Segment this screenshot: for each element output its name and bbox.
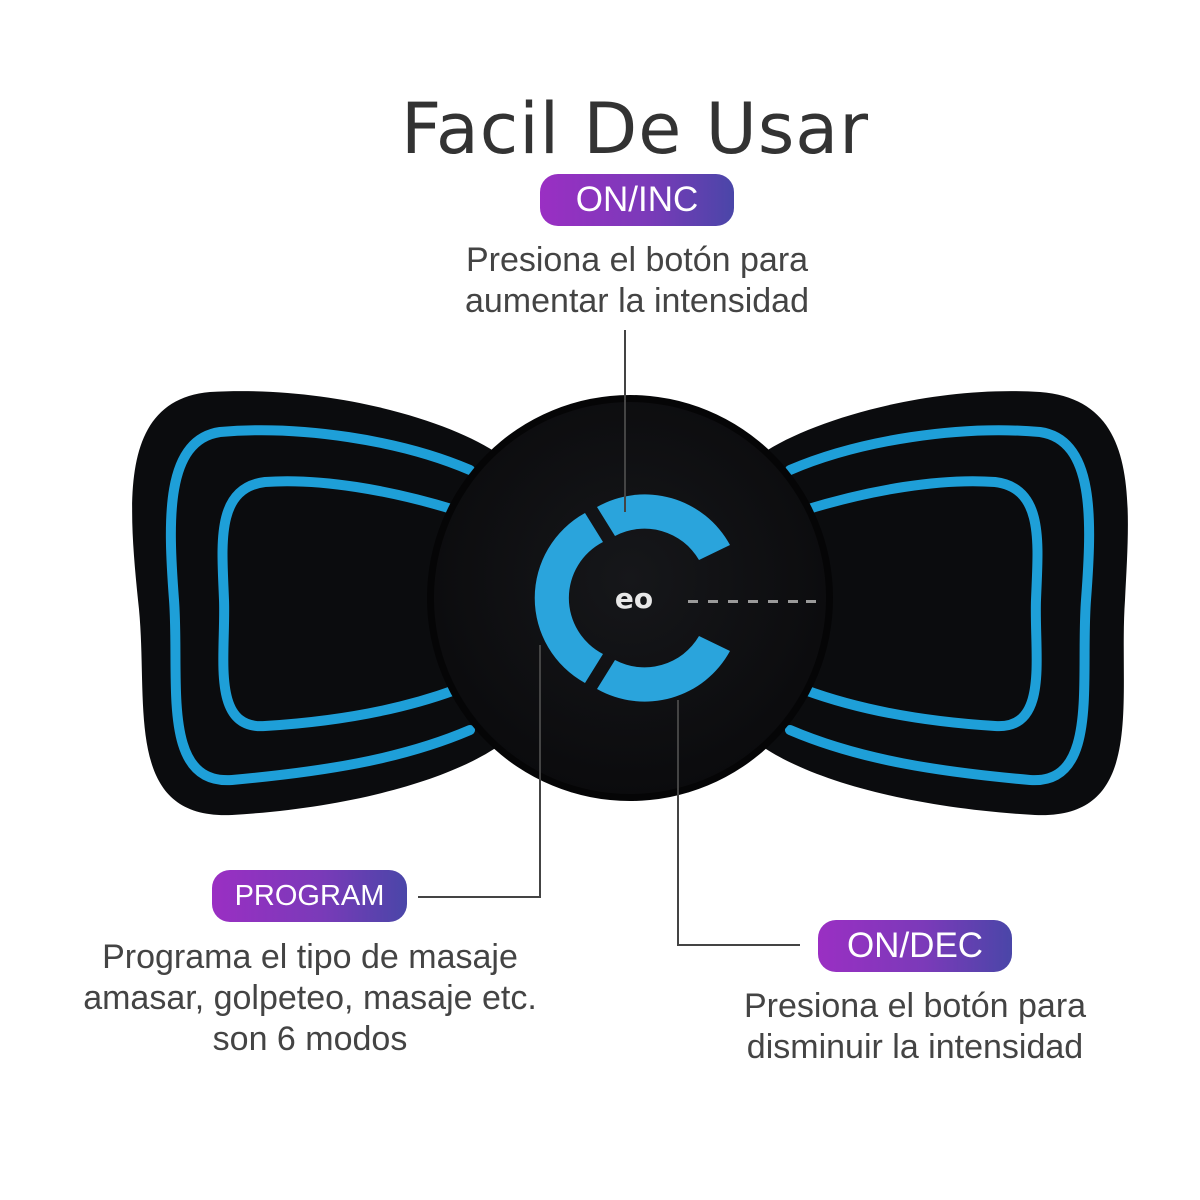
on-dec-badge: ON/DEC [818,920,1012,972]
on-dec-description: Presiona el botón para disminuir la inte… [665,986,1165,1068]
on-dec-description-line: Presiona el botón para [743,987,1087,1025]
indicator-lights [688,600,816,603]
on-inc-description-line: aumentar la intensidad [464,282,809,320]
on-inc-description-line: Presiona el botón para [465,241,809,279]
right-inner-electrode [800,476,1043,732]
on-inc-badge: ON/INC [540,174,734,226]
dec-callout-line [677,700,800,946]
on-dec-description-line: disminuir la intensidad [746,1028,1084,1066]
program-description-line: Programa el tipo de masaje [102,938,518,976]
dec-button-arc [597,636,730,702]
program-callout-line [418,645,541,898]
left-inner-electrode [217,476,460,732]
page-title: Facil De Usar [401,88,869,170]
program-description-line: amasar, golpeteo, masaje etc. [83,979,537,1017]
program-description-line: son 6 modos [212,1020,408,1058]
inc-button-arc [597,494,730,560]
on-inc-description: Presiona el botón para aumentar la inten… [387,240,887,322]
brand-logo: eo [615,582,653,615]
program-description: Programa el tipo de masaje amasar, golpe… [30,937,590,1060]
program-badge: PROGRAM [212,870,407,922]
left-outer-electrode [165,425,475,786]
program-button-arc [534,513,603,683]
right-outer-electrode [785,425,1095,786]
